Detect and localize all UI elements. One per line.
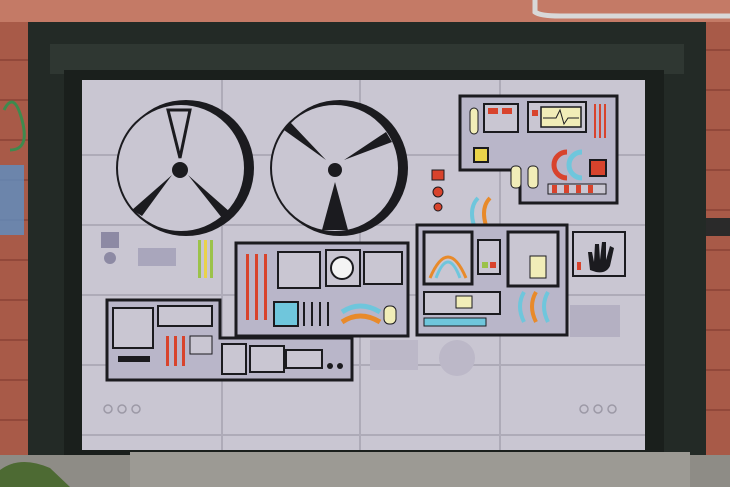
console-bottom-left — [105, 298, 354, 382]
tape-reel-right-icon — [270, 100, 408, 236]
painted-patch — [570, 305, 620, 337]
hand-icon — [588, 242, 614, 273]
wall-box — [702, 218, 730, 236]
door-bolts — [103, 404, 617, 414]
graffiti-blue — [0, 165, 24, 235]
console-middle-right — [415, 223, 569, 337]
screen-waveform — [540, 106, 582, 128]
weeds — [0, 461, 70, 487]
tape-reel-left-icon — [116, 100, 254, 236]
sidewalk — [0, 452, 730, 487]
console-middle-left — [234, 241, 410, 338]
console-top-right — [458, 94, 619, 205]
hand-scanner-panel — [572, 231, 626, 277]
panel-decor-left — [101, 232, 213, 278]
pipe — [532, 0, 730, 19]
graffiti-green — [2, 100, 26, 152]
red-light — [431, 169, 445, 181]
